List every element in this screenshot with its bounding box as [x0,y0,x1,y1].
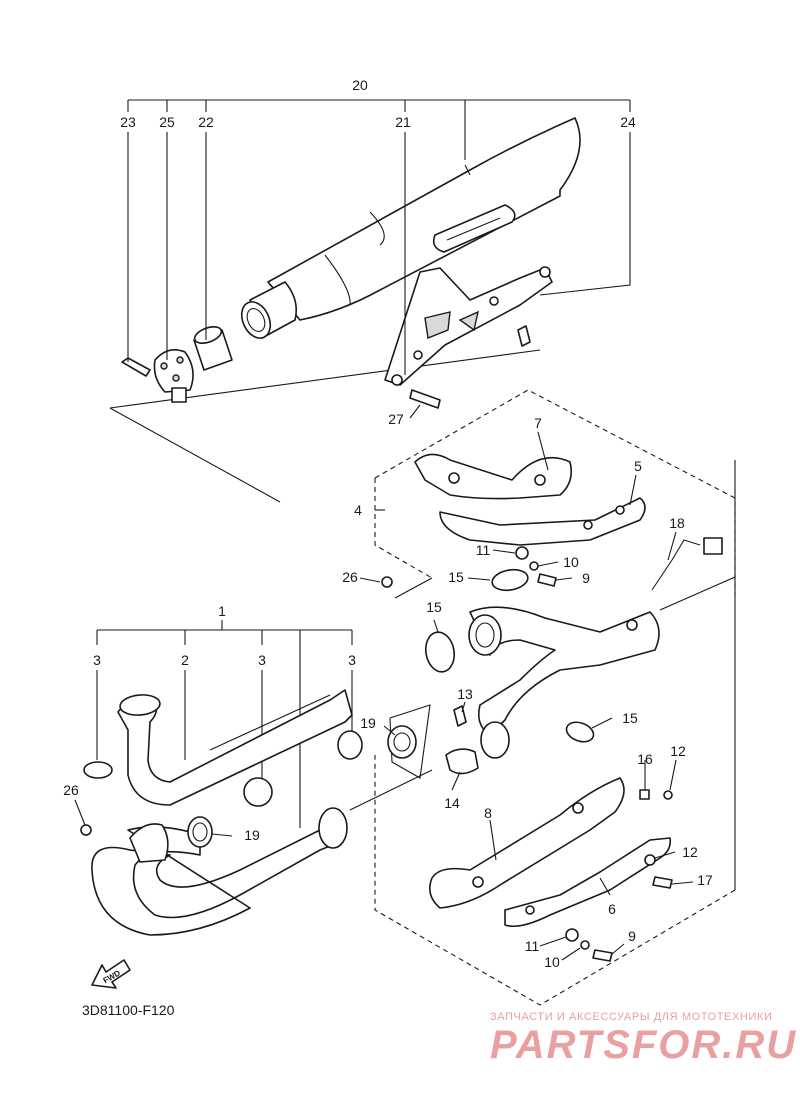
callout-9-lower: 9 [628,928,636,944]
callout-12-lower: 12 [682,844,698,860]
callout-20: 20 [352,77,368,93]
callout-3-middle: 3 [258,652,266,668]
diagram-code: 3D81100-F120 [82,1002,175,1018]
callout-19-upper: 19 [360,715,376,731]
callout-8: 8 [484,805,492,821]
callout-9-upper: 9 [582,570,590,586]
callout-19-lower: 19 [244,827,260,843]
callout-6: 6 [608,901,616,917]
callout-4: 4 [354,502,362,518]
callout-23: 23 [120,114,136,130]
watermark-tagline: ЗАПЧАСТИ И АКСЕССУАРЫ ДЛЯ МОТОТЕХНИКИ [490,1011,773,1023]
callout-18: 18 [669,515,685,531]
callout-1: 1 [218,603,226,619]
callout-14: 14 [444,795,460,811]
callout-26-lower: 26 [63,782,79,798]
callout-25: 25 [159,114,175,130]
header-pipe-assembly [359,389,736,1006]
muffler-assembly [109,99,631,503]
callout-5: 5 [634,458,642,474]
callout-26-upper: 26 [342,569,358,585]
callout-12-upper: 12 [670,743,686,759]
callout-7: 7 [534,415,542,431]
callout-labels: 20 23 25 22 21 24 27 7 5 4 11 10 9 18 26… [63,77,713,985]
callout-21: 21 [395,114,411,130]
callout-10-upper: 10 [563,554,579,570]
callout-11-lower: 11 [525,938,540,954]
callout-10-lower: 10 [544,954,560,970]
callout-15-upper: 15 [448,569,464,585]
callout-24: 24 [620,114,636,130]
watermark-brand: PARTSFOR.RU [490,1023,798,1067]
exhaust-pipe-set [74,620,433,936]
callout-27: 27 [388,411,404,427]
callout-13: 13 [457,686,473,702]
callout-15-right: 15 [622,710,638,726]
callout-3-left: 3 [93,652,101,668]
callout-16: 16 [637,751,653,767]
callout-11-upper: 11 [476,542,491,558]
callout-22: 22 [198,114,214,130]
callout-17: 17 [697,872,713,888]
callout-15-left: 15 [426,599,442,615]
fwd-arrow [91,959,131,989]
callout-3-right: 3 [348,652,356,668]
callout-2: 2 [181,652,189,668]
